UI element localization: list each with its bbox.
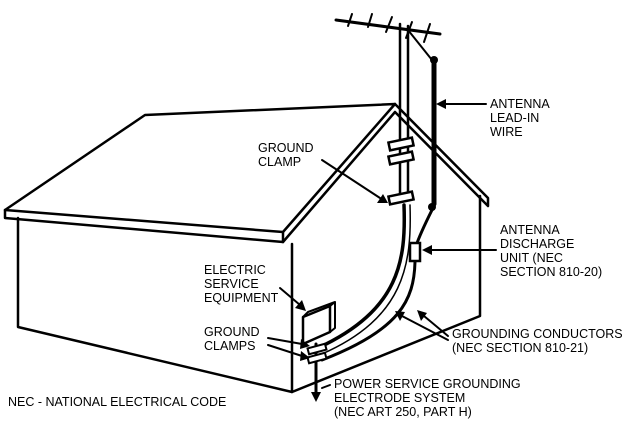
mast-grounding-conductor-outline xyxy=(321,204,411,355)
label-power-service-grounding: POWER SERVICE GROUNDING ELECTRODE SYSTEM… xyxy=(334,377,524,419)
house xyxy=(3,102,490,394)
roof-eave xyxy=(3,208,285,244)
labels: ANTENNA LEAD-IN WIRE GROUND CLAMP ANTENN… xyxy=(8,97,626,419)
electric-service-equipment xyxy=(301,301,336,346)
mast-clamp xyxy=(386,150,416,166)
label-ground-clamps: GROUND CLAMPS xyxy=(204,325,263,353)
antenna-element xyxy=(423,23,431,43)
lead-in-bottom-terminal xyxy=(428,203,436,211)
label-antenna-lead-in-wire: ANTENNA LEAD-IN WIRE xyxy=(490,97,553,139)
label-antenna-discharge-unit: ANTENNA DISCHARGE UNIT (NEC SECTION 810-… xyxy=(500,223,602,279)
service-ground-clamp xyxy=(306,342,328,356)
antenna-element xyxy=(367,13,373,28)
antenna-element xyxy=(385,16,393,33)
antenna-discharge-unit xyxy=(408,241,422,263)
label-grounding-conductors: GROUNDING CONDUCTORS (NEC SECTION 810-21… xyxy=(452,327,626,355)
label-ground-clamp: GROUND CLAMP xyxy=(258,141,317,169)
leader-lines xyxy=(267,99,497,389)
service-ground-clamp xyxy=(306,351,328,365)
antenna-mast xyxy=(398,22,410,202)
antenna-stay xyxy=(407,29,433,61)
house-front-wall xyxy=(16,216,294,394)
ground-rod-arrow xyxy=(311,392,321,402)
mast-clamp xyxy=(386,190,416,206)
label-electric-service-equipment: ELECTRIC SERVICE EQUIPMENT xyxy=(204,263,279,305)
label-nec-note: NEC - NATIONAL ELECTRICAL CODE xyxy=(8,395,226,409)
mast-ground-clamps xyxy=(386,136,416,206)
antenna xyxy=(334,13,442,211)
roof-front-slope xyxy=(3,102,397,234)
roof-gable xyxy=(281,102,490,244)
mast-grounding-conductor xyxy=(316,203,407,350)
lead-in-to-discharge xyxy=(414,208,434,248)
house-side-wall xyxy=(290,194,482,394)
mast-clamp xyxy=(386,136,416,152)
antenna-element xyxy=(347,13,353,27)
